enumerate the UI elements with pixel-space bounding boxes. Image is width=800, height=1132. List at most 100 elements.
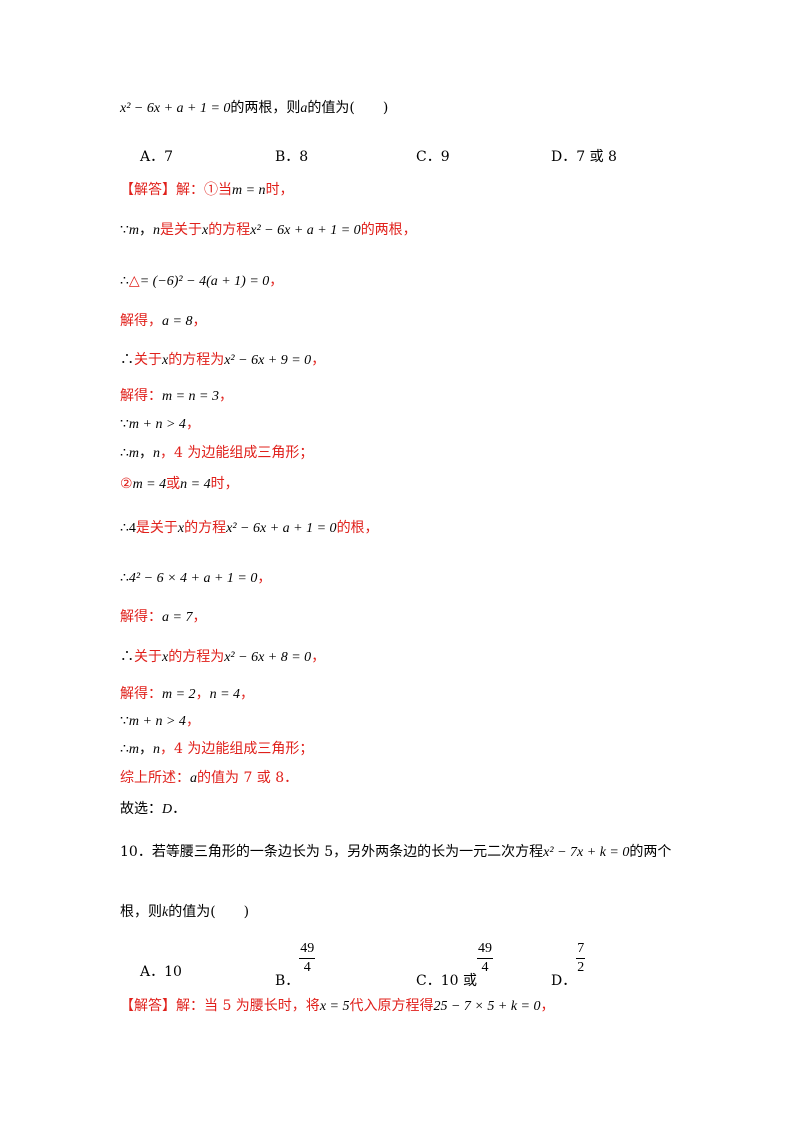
numerator: 49 (476, 940, 493, 959)
q10-var: k (162, 905, 169, 920)
text: ， (195, 686, 210, 702)
q10-stem-line1: 10．若等腰三角形的一条边长为 5，另外两条边的长为一元二次方程x² − 7x … (120, 842, 671, 863)
because-symbol: ∵ (120, 713, 129, 729)
math-n: n (153, 446, 161, 461)
math-x: x (162, 650, 169, 665)
solution9-line-12: ∴关于x的方程为x² − 6x + 8 = 0， (120, 647, 325, 668)
denominator: 4 (481, 960, 489, 975)
math-equation: x² − 6x + a + 1 = 0 (250, 223, 361, 238)
text: ， (192, 609, 207, 625)
therefore-symbol: ∴ (120, 445, 129, 461)
text: 解得， (120, 313, 162, 329)
math-equation: a = 8 (162, 314, 193, 329)
q9-stem-tail: 的值为( ) (307, 100, 389, 116)
comma: ， (139, 741, 154, 757)
math-equation: n = 4 (180, 477, 211, 492)
numerator: 49 (299, 940, 316, 959)
math-equation: x = 5 (319, 999, 350, 1014)
numerator: 7 (576, 940, 586, 959)
text: 的值为 7 或 8． (197, 770, 299, 786)
math-inequality: m + n > 4 (128, 714, 186, 729)
text: 解得： (120, 609, 162, 625)
denominator: 2 (577, 960, 585, 975)
text: 的根， (336, 520, 379, 536)
q9-option-d: D．7 或 8 (551, 149, 617, 165)
text: 时， (210, 476, 239, 492)
option-label: C．10 或 (416, 972, 477, 989)
solution9-line-13: 解得：m = 2，n = 4， (120, 684, 254, 705)
solution9-line-15: ∴m，n，4 为边能组成三角形； (120, 739, 313, 760)
solution9-line-11: 解得：a = 7， (120, 607, 206, 628)
q10-stem-text3: 根，则 (120, 904, 162, 920)
solution9-header: 【解答】解：①当m = n时， (120, 180, 294, 201)
text: ，4 为边能组成三角形； (160, 741, 314, 757)
math-inequality: m + n > 4 (128, 417, 186, 432)
comma: ， (139, 222, 154, 238)
math-equation: x² − 6x + a + 1 = 0 (226, 521, 337, 536)
text: ，4 为边能组成三角形； (160, 445, 314, 461)
solution9-answer: 故选：D． (120, 799, 186, 820)
solution9-line-16: 综上所述：a的值为 7 或 8． (120, 768, 298, 789)
text: 的方程 (184, 520, 227, 536)
solution9-line-10: ∴4² − 6 × 4 + a + 1 = 0， (120, 568, 271, 589)
q9-option-b: B．8 (275, 149, 309, 165)
text: ， (219, 388, 234, 404)
solution9-line-6: ∵m + n > 4， (120, 414, 200, 435)
q10-equation: x² − 7x + k = 0 (543, 845, 630, 860)
text: 的方程为 (168, 352, 225, 368)
math-x: x (177, 521, 185, 536)
delta-symbol: △ (128, 273, 140, 289)
q9-option-c: C．9 (416, 149, 450, 165)
answer-letter: D (162, 802, 173, 817)
text: ， (185, 416, 200, 432)
text: 解得： (120, 388, 162, 404)
q9-stem: x² − 6x + a + 1 = 0的两根，则a的值为( ) (120, 98, 388, 119)
solution9-line-14: ∵m + n > 4， (120, 711, 200, 732)
solution9-header-tail: 时， (265, 182, 294, 198)
text: ， (240, 686, 255, 702)
math-n: n (153, 223, 161, 238)
q10-stem-tail: 的值为( ) (168, 904, 250, 920)
solution9-line-7: ∴m，n，4 为边能组成三角形； (120, 443, 313, 464)
text: 或 (166, 476, 181, 492)
q10-option-a: A．10 (140, 962, 182, 982)
option-label: B． (275, 972, 300, 989)
because-symbol: ∵ (120, 416, 129, 432)
text: 是关于 (160, 222, 203, 238)
q9-stem-text: 的两根，则 (230, 100, 301, 116)
math-equation: 25 − 7 × 5 + k = 0 (433, 999, 541, 1014)
solution9-line-5: 解得：m = n = 3， (120, 386, 233, 407)
solution9-line-1: ∵m，n是关于x的方程x² − 6x + a + 1 = 0的两根， (120, 220, 417, 241)
math-x: x (202, 223, 209, 238)
therefore-symbol: ∴ (120, 273, 129, 289)
therefore-symbol: ∴ (120, 649, 134, 665)
circled-two: ② (120, 476, 133, 492)
text: 综上所述： (120, 770, 190, 786)
text: ， (311, 352, 326, 368)
text: 关于 (134, 352, 162, 368)
solution9-header-math: m = n (232, 183, 266, 198)
therefore-symbol: ∴ (120, 520, 129, 536)
math-a: a (190, 771, 197, 786)
because-symbol: ∵ (120, 222, 129, 238)
math-m: m (128, 446, 140, 461)
text: 代入原方程得 (349, 998, 434, 1014)
solution9-line-8: ②m = 4或n = 4时， (120, 474, 239, 495)
math-m: m (128, 223, 140, 238)
q10-stem-text: 10．若等腰三角形的一条边长为 5，另外两条边的长为一元二次方程 (120, 844, 544, 860)
therefore-symbol: ∴ (120, 741, 129, 757)
math-equation: x² − 6x + 9 = 0 (224, 353, 312, 368)
q9-equation: x² − 6x + a + 1 = 0 (120, 101, 231, 116)
math-m: m (128, 742, 140, 757)
therefore-symbol: ∴ (120, 570, 129, 586)
text: 关于 (134, 649, 162, 665)
q10-stem-text2: 的两个 (629, 844, 672, 860)
q9-var: a (300, 101, 308, 116)
denominator: 4 (303, 960, 311, 975)
text: 的方程为 (168, 649, 225, 665)
solution9-line-3: 解得，a = 8， (120, 311, 206, 332)
math-x: x (162, 353, 169, 368)
